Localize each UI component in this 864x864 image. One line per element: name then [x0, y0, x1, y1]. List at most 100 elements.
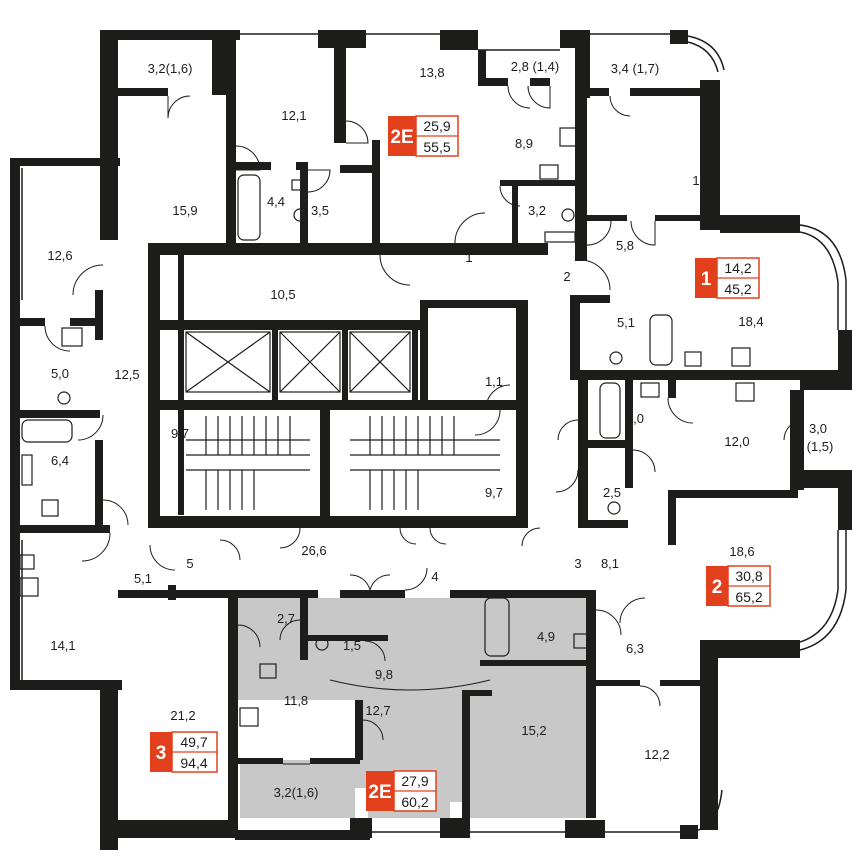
stove-icon: [239, 707, 259, 727]
svg-text:3: 3: [156, 743, 167, 764]
sink-icon: [684, 351, 702, 367]
svg-text:25,9: 25,9: [423, 118, 450, 134]
room-area: 26,6: [301, 543, 326, 558]
apartment-badge: 2E 25,9 55,5: [388, 115, 459, 157]
bathtub-icon: [21, 419, 73, 443]
room-area: 1,1: [485, 374, 503, 389]
toilet-icon: [609, 351, 623, 365]
room-area: 5,1: [134, 571, 152, 586]
apartment-badge: 1 14,2 45,2: [695, 257, 760, 299]
toilet-icon: [315, 637, 329, 651]
room-area: 6,3: [626, 641, 644, 656]
washer-icon: [21, 454, 33, 486]
sink-icon: [573, 633, 591, 649]
svg-text:65,2: 65,2: [735, 589, 762, 605]
svg-text:2: 2: [712, 577, 723, 598]
room-area: 5,0: [51, 366, 69, 381]
room-area: 6,4: [51, 453, 69, 468]
sink-icon: [544, 231, 576, 243]
svg-text:30,8: 30,8: [735, 568, 762, 584]
stove-icon: [19, 577, 39, 597]
toilet-icon: [293, 208, 307, 222]
svg-text:14,2: 14,2: [724, 260, 751, 276]
sink-icon: [291, 179, 303, 191]
room-area: 12,7: [365, 703, 390, 718]
svg-text:27,9: 27,9: [401, 773, 428, 789]
bathtub-icon: [649, 314, 673, 366]
room-area: 12,2: [644, 747, 669, 762]
room-area: 4: [431, 569, 438, 584]
toilet-icon: [607, 501, 621, 515]
svg-text:45,2: 45,2: [724, 281, 751, 297]
svg-text:60,2: 60,2: [401, 794, 428, 810]
room-area: 2,8 (1,4): [511, 59, 559, 74]
room-area: 8,9: [515, 136, 533, 151]
room-area: 10,5: [270, 287, 295, 302]
room-area: 4,9: [537, 629, 555, 644]
room-area: 5: [186, 556, 193, 571]
room-area: 5,8: [616, 238, 634, 253]
bathtub-icon: [484, 597, 510, 657]
stove-icon: [735, 382, 755, 402]
room-area: 2: [563, 269, 570, 284]
room-area: 13,8: [419, 65, 444, 80]
room-area: 4,0: [626, 411, 644, 426]
bathtub-icon: [599, 382, 621, 439]
sink-icon: [539, 164, 559, 180]
room-area: 12,5: [114, 367, 139, 382]
sink-icon: [259, 663, 277, 679]
room-area: 15,9: [172, 203, 197, 218]
room-area: 3,2: [528, 203, 546, 218]
room-area: 4,4: [267, 194, 285, 209]
room-area: 3,2(1,6): [148, 61, 193, 76]
room-labels: 3,2(1,6) 13,8 2,8 (1,4) 3,4 (1,7) 12,1 8…: [47, 59, 833, 800]
room-area: 12,0: [724, 434, 749, 449]
svg-text:2E: 2E: [390, 127, 413, 148]
apartment-badge: 2 30,8 65,2: [706, 565, 771, 607]
room-area: 3,4 (1,7): [611, 61, 659, 76]
svg-text:1: 1: [701, 269, 712, 290]
room-area: 15,2: [521, 723, 546, 738]
sink-icon: [41, 499, 59, 517]
room-area: 14,2: [692, 173, 717, 188]
room-area: 9,7: [485, 485, 503, 500]
outer-walls: [10, 30, 852, 850]
room-area: (1,5): [807, 439, 834, 454]
room-area: 3: [574, 556, 581, 571]
room-area: 11,8: [284, 693, 308, 708]
svg-text:49,7: 49,7: [180, 734, 207, 750]
room-area: 18,6: [729, 544, 754, 559]
room-area: 9,8: [375, 667, 393, 682]
room-area: 1: [465, 250, 472, 265]
room-area: 12,6: [47, 248, 72, 263]
room-area: 12,1: [281, 108, 306, 123]
stove-icon: [731, 347, 751, 367]
highlighted-apartment: [238, 598, 592, 818]
toilet-icon: [57, 391, 71, 405]
sink-icon: [61, 327, 83, 347]
room-area: 18,4: [738, 314, 763, 329]
bathtub-icon: [237, 174, 261, 241]
room-area: 3,0: [809, 421, 827, 436]
fixtures: [19, 127, 755, 727]
room-area: 3,5: [311, 203, 329, 218]
room-area: 2,5: [603, 485, 621, 500]
room-area: 21,2: [170, 708, 195, 723]
room-area: 5,1: [617, 315, 635, 330]
room-area: 14,1: [50, 638, 75, 653]
room-area: 3,2(1,6): [274, 785, 319, 800]
sink-icon: [19, 554, 35, 570]
stove-icon: [559, 127, 579, 147]
toilet-icon: [561, 208, 575, 222]
room-area: 9,7: [171, 426, 189, 441]
svg-text:55,5: 55,5: [423, 139, 450, 155]
sink-icon: [640, 382, 660, 398]
apartment-badge: 2E 27,9 60,2: [366, 770, 437, 812]
doors: [44, 85, 805, 765]
room-area: 8,1: [601, 556, 619, 571]
svg-text:94,4: 94,4: [180, 755, 207, 771]
room-area: 2,7: [277, 611, 295, 626]
svg-text:2E: 2E: [368, 782, 391, 803]
room-area: 1,5: [343, 638, 361, 653]
